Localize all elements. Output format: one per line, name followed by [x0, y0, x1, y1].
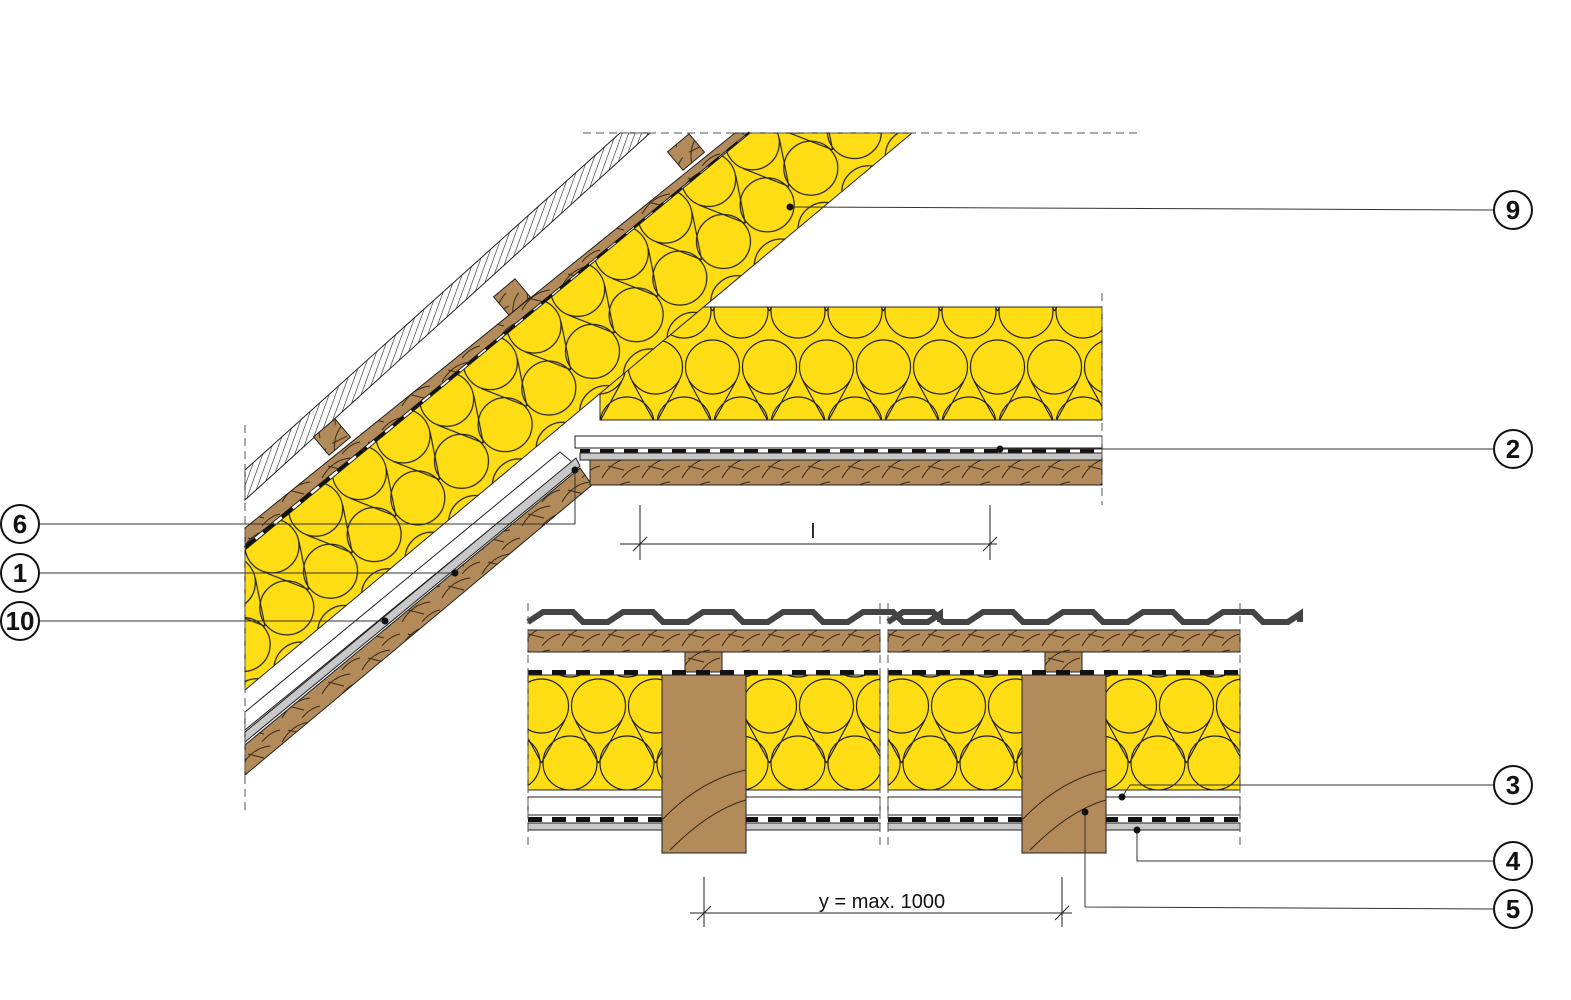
membrane [528, 670, 880, 675]
break-lines [244, 132, 1241, 845]
ceiling-board [579, 452, 1103, 461]
svg-text:5: 5 [1506, 894, 1520, 924]
svg-text:2: 2 [1506, 434, 1520, 464]
callout-6: 6 [0, 504, 40, 544]
leader-dots [381, 203, 1141, 834]
callout-5: 5 [1493, 889, 1533, 929]
leader-lines [40, 206, 1494, 910]
tile-batten [666, 133, 706, 171]
callout-4: 4 [1493, 841, 1533, 881]
svg-text:4: 4 [1506, 846, 1521, 876]
callout-2: 2 [1493, 429, 1533, 469]
sloped-membrane [243, 131, 752, 550]
ceiling-membrane [580, 449, 1102, 453]
tile-batten [492, 278, 532, 316]
rafter-cross-section [526, 608, 1300, 854]
callout-9: 9 [1493, 190, 1533, 230]
dimension-spacing [690, 877, 1072, 927]
counter-batten [684, 651, 723, 673]
battens [527, 629, 881, 653]
svg-text:10: 10 [6, 606, 35, 636]
cross-section-right [888, 612, 1300, 853]
callout-10: 10 [0, 601, 40, 641]
callout-1: 1 [0, 553, 40, 593]
dimension-span [620, 505, 998, 560]
horizontal-insulation [599, 306, 1103, 421]
rafter [661, 674, 747, 854]
sloped-roof-section [243, 131, 1103, 777]
svg-text:1: 1 [13, 558, 27, 588]
ceiling-lining [589, 459, 1103, 486]
ceiling-section [574, 435, 1103, 486]
roof-tiles [526, 608, 943, 625]
dimension-spacing-label: y = max. 1000 [819, 891, 945, 913]
cross-section-left [526, 608, 943, 854]
callout-3: 3 [1493, 765, 1533, 805]
svg-text:3: 3 [1506, 770, 1520, 800]
tile-batten [312, 418, 352, 456]
dimension-span-label: l [811, 521, 815, 543]
svg-text:9: 9 [1506, 195, 1520, 225]
svg-text:6: 6 [13, 509, 27, 539]
ceiling-profile [574, 435, 1103, 449]
